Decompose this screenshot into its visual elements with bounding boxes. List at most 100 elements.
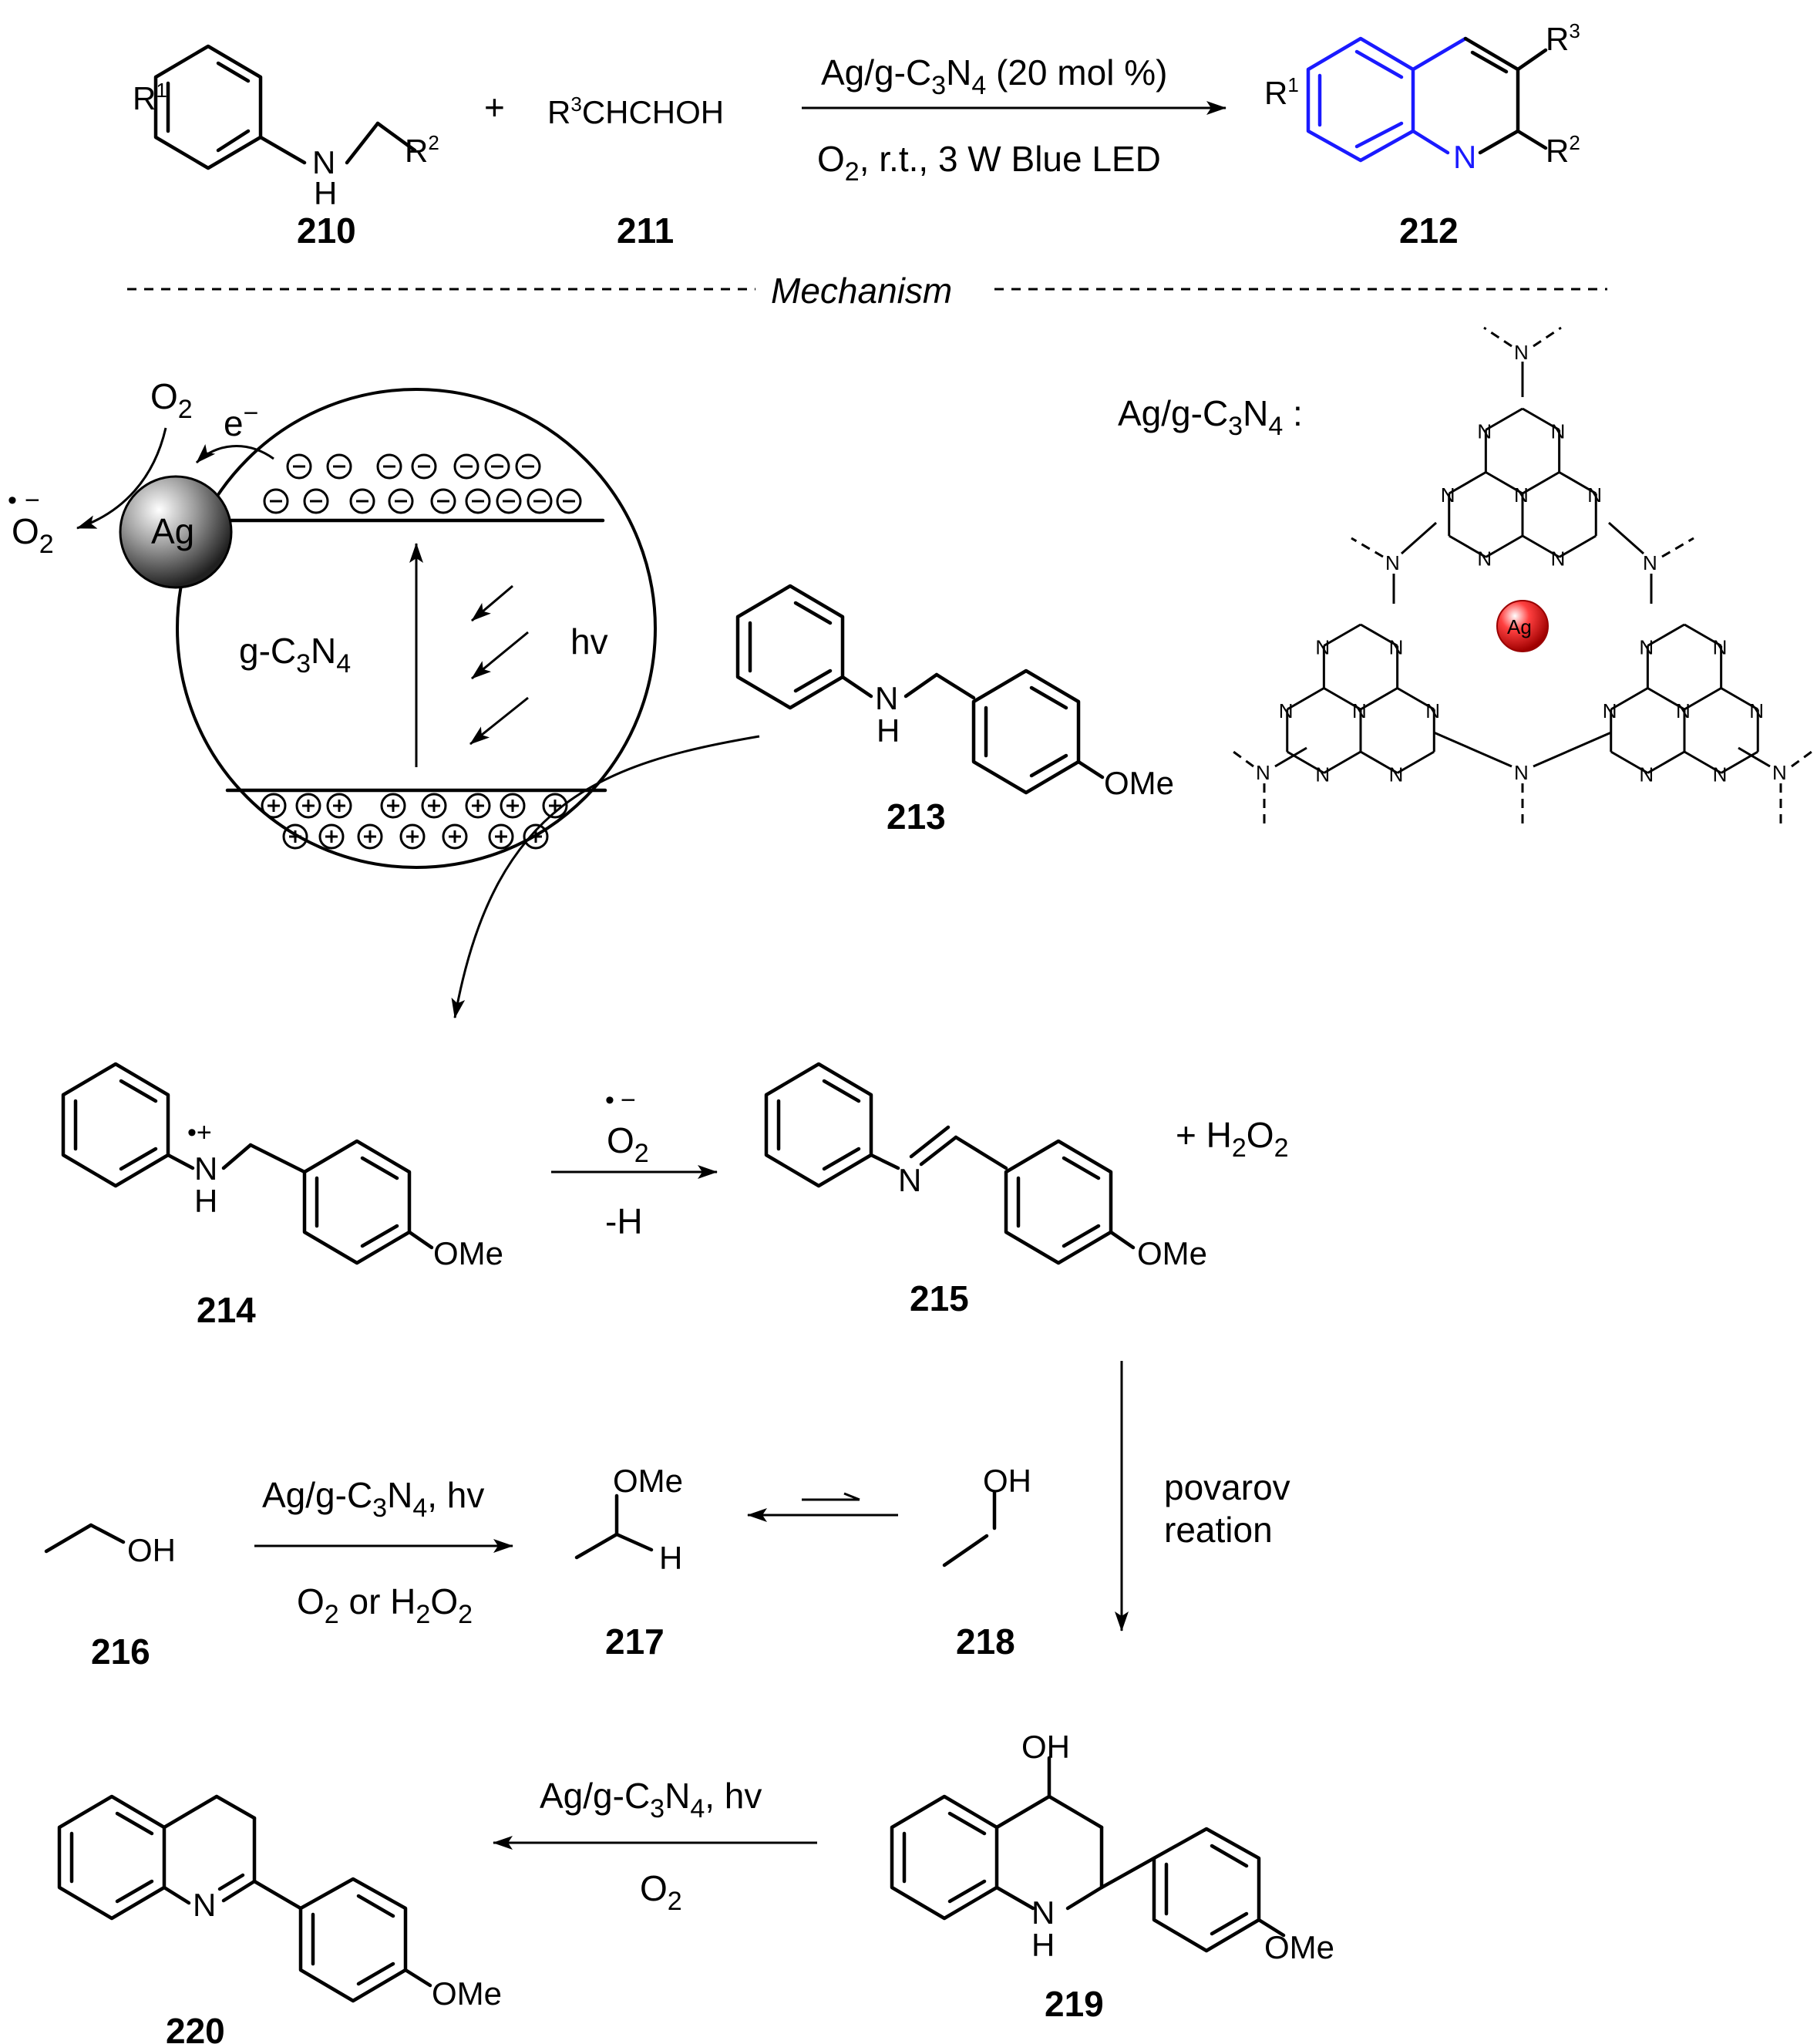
superoxide-label: O2 (12, 511, 54, 559)
compound-218: OH 218 (942, 1463, 1031, 1662)
ring-n-atom: N (1425, 699, 1440, 722)
ag-site (1496, 600, 1549, 652)
o2-reduction-arrow (76, 427, 167, 530)
h2o2-byproduct: + H2O2 (1176, 1115, 1289, 1163)
compound-220: N OMe 220 (57, 1794, 502, 2044)
ring-n-atom: N (1279, 699, 1294, 722)
ring-n-atom: N (1477, 547, 1492, 571)
arrow-215-219: povarov reation (1115, 1361, 1290, 1631)
superoxide-radical-dot: • (8, 486, 17, 515)
superoxide-minus-2: − (621, 1086, 636, 1115)
ring-n-atom: N (1514, 761, 1529, 784)
minus-glyphs (270, 465, 575, 503)
bond-line (1647, 623, 1685, 647)
ring-n-atom: N (1639, 636, 1654, 659)
ag-particle (119, 475, 233, 589)
ring-n-atom: N (1256, 761, 1270, 784)
bond-line (1323, 623, 1361, 647)
label-213: 213 (887, 796, 946, 837)
oh-216: OH (127, 1532, 176, 1568)
linker-bond (1533, 731, 1612, 768)
product-r3: R3 (1546, 19, 1580, 57)
ring-n-atom: N (1441, 483, 1455, 507)
amine-h-219: H (1031, 1927, 1055, 1963)
linker-bond (1401, 521, 1437, 555)
compound-219: OH N H OMe 219 (890, 1729, 1334, 2024)
arrow-219-220: Ag/g-C3N4, hv O2 (493, 1776, 817, 1916)
ring-n-atom: N (1772, 761, 1787, 784)
compound-215: N OMe 215 + H2O2 (764, 1062, 1289, 1318)
conditions-219-220-top: Ag/g-C3N4, hv (540, 1776, 762, 1823)
label-218: 218 (956, 1621, 1015, 1662)
ag-label: Ag (151, 511, 194, 551)
top-conditions-catalyst: Ag/g-C3N4 (20 mol %) (821, 52, 1167, 100)
bond-line (1610, 687, 1649, 711)
label-210: 210 (297, 210, 356, 251)
conditions-216-217-top: Ag/g-C3N4, hv (262, 1475, 484, 1523)
povarov-line2: reation (1164, 1510, 1273, 1550)
ome-217: OMe (613, 1463, 683, 1499)
plus-glyphs (268, 800, 561, 843)
bond-line (1323, 687, 1361, 711)
reactant-210: R1 N H R2 210 (133, 44, 439, 251)
ome-214: OMe (433, 1235, 503, 1271)
conditions-219-220-bottom: O2 (640, 1868, 682, 1916)
bond-line (1360, 687, 1398, 711)
r1-label: R1 (133, 79, 167, 116)
amine-n-219: N (1031, 1894, 1055, 1931)
amine-h-214: H (194, 1183, 217, 1219)
quinoline-n-220: N (193, 1887, 216, 1923)
label-212: 212 (1399, 210, 1459, 251)
bond-line (1396, 687, 1435, 711)
light-arrow-3 (469, 696, 529, 746)
amine-linkers: N N N N N N (1233, 326, 1812, 825)
label-211: 211 (617, 210, 674, 251)
linker-bond (1433, 731, 1512, 768)
conduction-band-electrons (263, 453, 582, 514)
superoxide-dot-2: • (605, 1086, 614, 1115)
ring-n-atom: N (1643, 551, 1657, 574)
product-212: R1 N R2 R3 212 (1264, 19, 1580, 251)
ring-n-atom: N (1551, 547, 1566, 571)
bond-line (1448, 534, 1487, 558)
bond-line (1610, 750, 1649, 774)
label-214: 214 (197, 1290, 256, 1330)
valence-band-holes (261, 793, 568, 850)
ring-n-atom: N (1389, 763, 1404, 786)
bond-line (1558, 534, 1597, 558)
bond-line (1522, 407, 1560, 431)
electron-label: e− (224, 399, 258, 443)
label-220: 220 (166, 2011, 225, 2044)
linker-bond (1533, 326, 1562, 348)
light-arrow-1 (471, 584, 513, 622)
ring-n-atom: N (1676, 699, 1691, 722)
ome-215: OMe (1137, 1235, 1207, 1271)
bond-line (1360, 623, 1398, 647)
radical-cation-214: •+ (187, 1118, 212, 1147)
bond-line (1684, 687, 1722, 711)
linker-bond (1738, 746, 1771, 768)
bond-line (1522, 534, 1560, 558)
r2-label: R2 (405, 131, 439, 169)
bond-line (1323, 750, 1361, 774)
ring-n-atom: N (1385, 551, 1400, 574)
ring-n-atom: N (1713, 763, 1728, 786)
ring-n-atom: N (1315, 636, 1330, 659)
ring-n-atom: N (1639, 763, 1654, 786)
photocatalyst-diagram: hv g-C3N4 Ag O2 e− • − O2 (8, 376, 657, 869)
equilibrium-217-218 (747, 1492, 898, 1522)
mechanism-divider: Mechanism (127, 271, 1607, 311)
bond-line (1558, 471, 1597, 495)
ome-220: OMe (432, 1975, 502, 2012)
ring-n-atom: N (1749, 699, 1764, 722)
label-217: 217 (605, 1621, 665, 1662)
light-arrow-2 (471, 631, 529, 680)
ring-n-atom: N (1551, 420, 1566, 443)
linker-bond (1483, 326, 1512, 348)
mechanism-title: Mechanism (771, 271, 952, 311)
minus-h-label: -H (605, 1201, 643, 1241)
linker-bond (1274, 746, 1307, 768)
